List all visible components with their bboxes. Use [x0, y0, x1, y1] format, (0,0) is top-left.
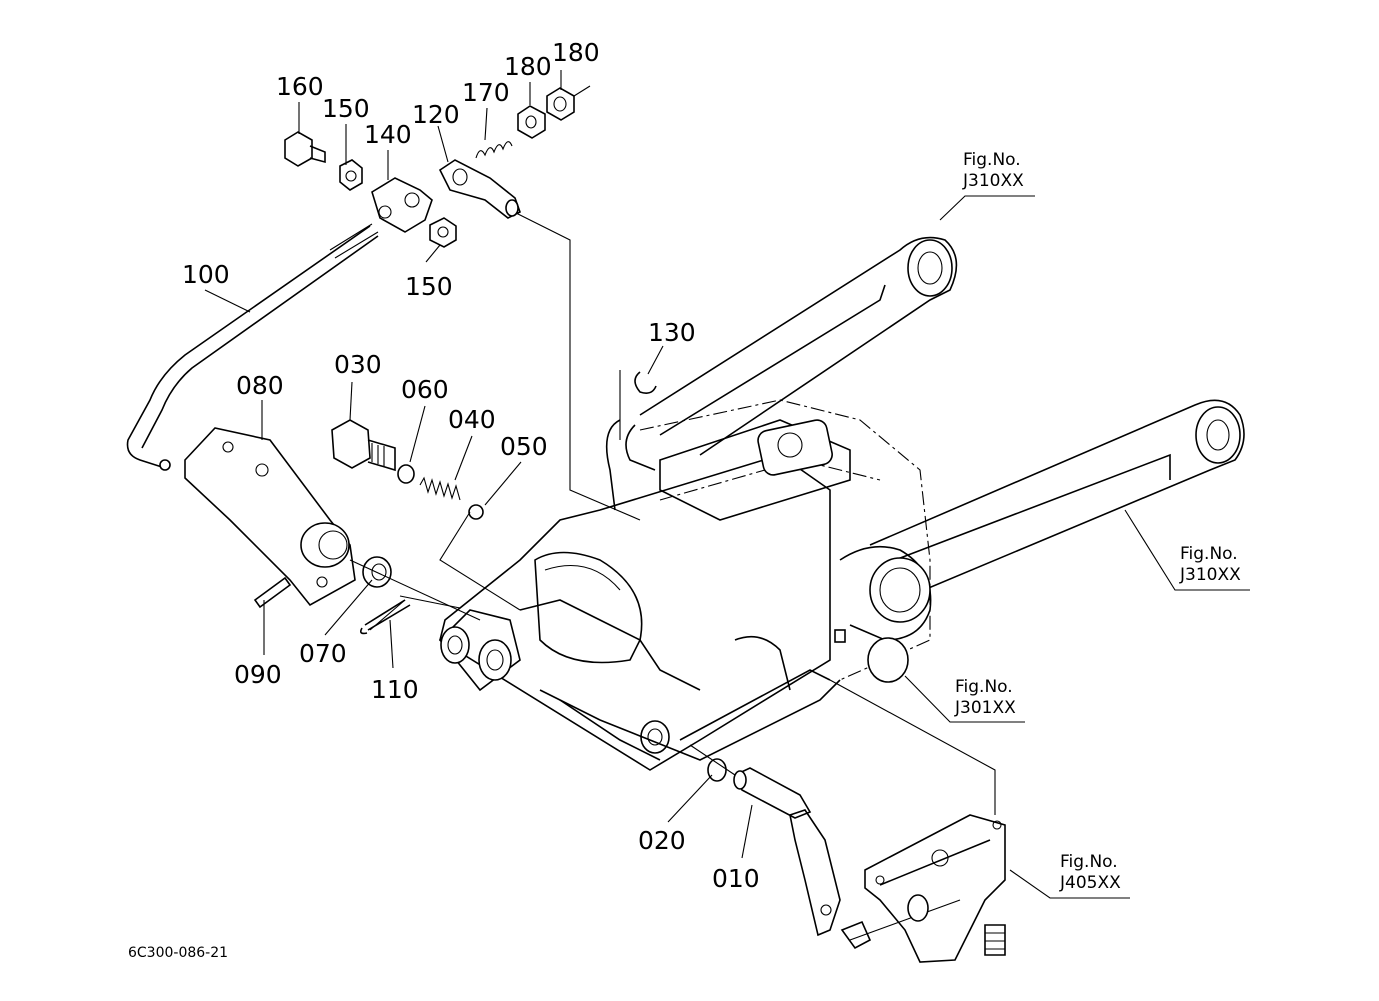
part-label-180-a: 180 — [504, 52, 552, 81]
part-label-140: 140 — [364, 120, 412, 149]
part-label-110: 110 — [371, 675, 419, 704]
part-label-180-b: 180 — [552, 38, 600, 67]
pin — [253, 576, 292, 609]
o-ring-lower — [707, 758, 727, 782]
bracket — [184, 427, 356, 607]
clevis-120 — [438, 159, 521, 219]
figure-ref-code: J405XX — [1060, 873, 1121, 894]
part-label-090: 090 — [234, 660, 282, 689]
nut-150-upper — [339, 159, 363, 191]
plate-140 — [371, 177, 433, 233]
nut-150-lower — [429, 217, 457, 248]
o-ring — [397, 464, 415, 484]
circlip — [634, 371, 657, 394]
nut-180-a — [517, 105, 546, 139]
part-label-070: 070 — [299, 639, 347, 668]
part-label-080: 080 — [236, 371, 284, 400]
spring-170 — [475, 141, 513, 159]
figure-reference-j310-right: Fig.No. J310XX — [1180, 544, 1241, 587]
figure-reference-j301: Fig.No. J301XX — [955, 677, 1016, 720]
figure-ref-label: Fig.No. — [963, 150, 1021, 170]
drawing-code: 6C300-086-21 — [128, 945, 229, 961]
part-label-030: 030 — [334, 350, 382, 379]
part-label-150-lower: 150 — [405, 272, 453, 301]
figure-ref-code: J301XX — [955, 698, 1016, 719]
figure-ref-label: Fig.No. — [1060, 852, 1118, 872]
part-label-010: 010 — [712, 864, 760, 893]
figure-ref-code: J310XX — [1180, 565, 1241, 586]
part-label-150-upper: 150 — [322, 94, 370, 123]
valve-plug — [331, 419, 396, 472]
figure-reference-j310-upper: Fig.No. J310XX — [963, 150, 1024, 193]
part-label-170: 170 — [462, 78, 510, 107]
control-valve — [864, 814, 1006, 963]
washer — [362, 556, 392, 588]
control-rod — [126, 223, 379, 471]
spring — [419, 476, 461, 501]
nut-180-b — [546, 85, 591, 121]
figure-ref-label: Fig.No. — [1180, 544, 1238, 564]
part-label-020: 020 — [638, 826, 686, 855]
cotter-pin — [360, 599, 411, 635]
part-label-120: 120 — [412, 100, 460, 129]
hydraulic-housing — [438, 399, 932, 771]
shaft-arm — [733, 767, 872, 950]
figure-ref-code: J310XX — [963, 171, 1024, 192]
part-label-060: 060 — [401, 375, 449, 404]
leader-lines — [204, 70, 1250, 941]
figure-reference-j405: Fig.No. J405XX — [1060, 852, 1121, 895]
part-label-100: 100 — [182, 260, 230, 289]
bolt-160 — [284, 131, 326, 167]
part-label-050: 050 — [500, 432, 548, 461]
figure-ref-label: Fig.No. — [955, 677, 1013, 697]
lift-arm-right — [869, 399, 1245, 601]
part-label-130: 130 — [648, 318, 696, 347]
part-label-040: 040 — [448, 405, 496, 434]
ball — [468, 504, 484, 520]
lift-arm-upper — [625, 236, 958, 471]
part-label-160: 160 — [276, 72, 324, 101]
